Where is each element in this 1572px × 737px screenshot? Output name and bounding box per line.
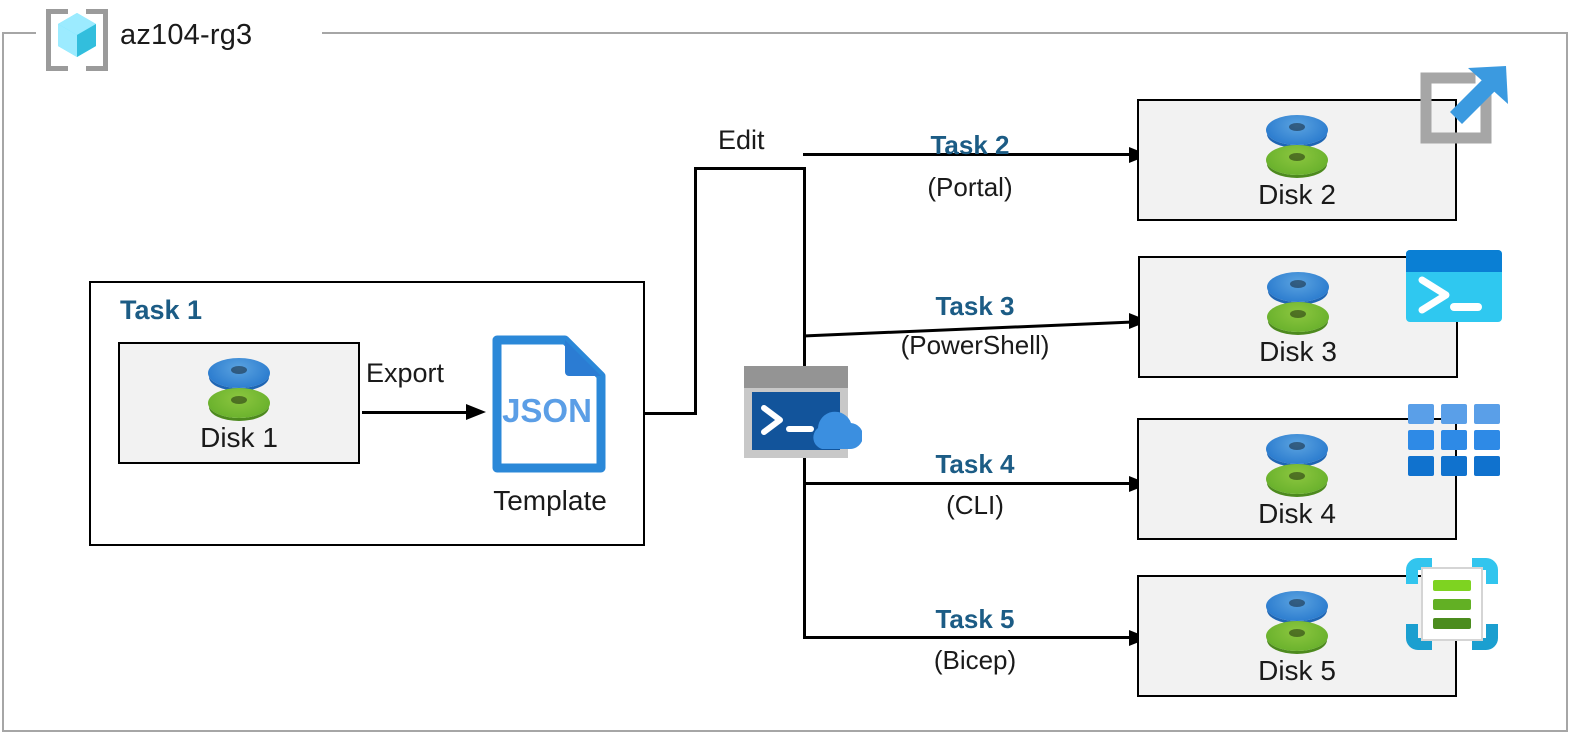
- disk-icon: [1266, 115, 1328, 181]
- disk1-label: Disk 1: [200, 422, 278, 453]
- task2-arrow-line: [803, 153, 1137, 156]
- export-arrow-head: [466, 404, 486, 420]
- edit-connector-h1: [645, 412, 697, 415]
- task5-label: Task 5: [935, 604, 1015, 634]
- disk4-label: Disk 4: [1258, 498, 1336, 529]
- task1-label: Task 1: [120, 295, 203, 325]
- bracket-right-icon: [86, 9, 108, 71]
- task4-tool-label: (CLI): [946, 490, 1004, 520]
- cloud-shell-icon[interactable]: [744, 366, 864, 458]
- disk4-box[interactable]: Disk 4: [1137, 418, 1457, 540]
- task4-label: Task 4: [935, 449, 1015, 479]
- task3-tool-label: (PowerShell): [900, 330, 1050, 360]
- task2-tool-label: (Portal): [927, 172, 1013, 202]
- disk-icon: [1266, 434, 1328, 500]
- disk5-label: Disk 5: [1258, 655, 1336, 686]
- resource-group-title: az104-rg3: [120, 18, 253, 51]
- bracket-left-icon: [46, 9, 68, 71]
- edit-connector-h2: [694, 167, 806, 170]
- task3-label: Task 3: [935, 291, 1015, 321]
- azure-portal-icon[interactable]: [1408, 60, 1516, 165]
- json-file-icon[interactable]: JSON: [489, 334, 609, 474]
- task5-tool-label: (Bicep): [933, 645, 1017, 675]
- export-arrow-line: [362, 411, 472, 414]
- export-label: Export: [366, 358, 445, 388]
- disk-icon: [1267, 272, 1329, 338]
- task5-arrow-line: [803, 636, 1137, 639]
- edit-label: Edit: [718, 125, 765, 155]
- azure-cli-icon[interactable]: [1408, 404, 1500, 481]
- svg-text:JSON: JSON: [502, 392, 592, 429]
- disk5-box[interactable]: Disk 5: [1137, 575, 1457, 697]
- powershell-icon[interactable]: [1406, 250, 1502, 327]
- resource-group-header: az104-rg3: [46, 6, 253, 71]
- disk3-label: Disk 3: [1259, 336, 1337, 367]
- template-caption: Template: [493, 485, 607, 516]
- disk1-box[interactable]: Disk 1: [118, 342, 360, 464]
- disk-icon: [208, 358, 270, 424]
- edit-connector-v: [694, 167, 697, 415]
- bicep-icon[interactable]: [1406, 558, 1498, 655]
- resource-group-container: [2, 32, 1568, 732]
- disk2-label: Disk 2: [1258, 179, 1336, 210]
- disk3-box[interactable]: Disk 3: [1138, 256, 1458, 378]
- resource-group-icon: [46, 6, 108, 71]
- task3-arrow-line: [803, 320, 1134, 338]
- disk2-box[interactable]: Disk 2: [1137, 99, 1457, 221]
- disk-icon: [1266, 591, 1328, 657]
- task4-arrow-line: [803, 482, 1137, 485]
- task2-label: Task 2: [930, 130, 1010, 160]
